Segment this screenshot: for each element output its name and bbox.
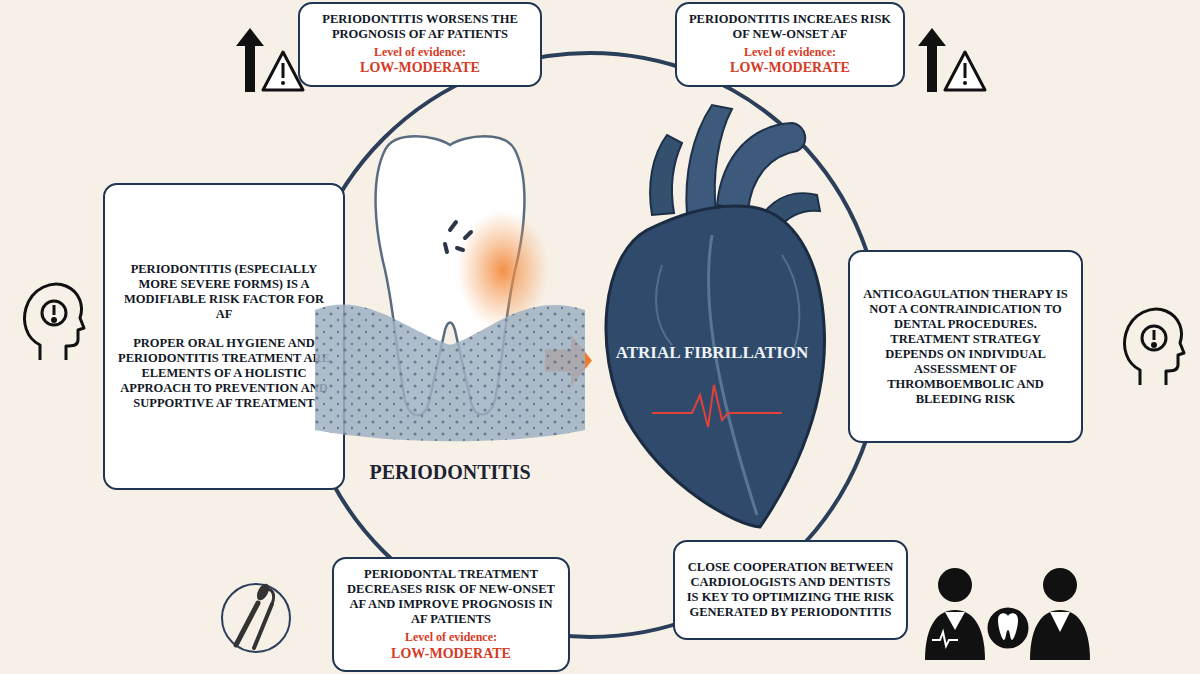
node-text: PERIODONTITIS (ESPECIALLY MORE SEVERE FO… — [115, 262, 333, 322]
node-text: ATRIAL FIBRILLATION — [592, 343, 832, 363]
text-box: PERIODONTITIS WORSENS THE PROGNOSIS OF A… — [298, 2, 542, 87]
warning-icon — [918, 28, 985, 92]
tooth-node: PERIODONTITIS — [355, 130, 545, 490]
text-box: CLOSE COOPERATION BETWEEN CARDIOLOGISTS … — [673, 540, 908, 640]
node-text: PERIODONTITIS INCREAES RISK OF NEW-ONSET… — [687, 12, 893, 42]
heart-node: ATRIAL FIBRILLATION — [592, 95, 832, 535]
node-subtext: LOW-MODERATE — [687, 59, 893, 77]
node-subtext: LOW-MODERATE — [344, 645, 558, 663]
node-text: ANTICOAGULATION THERAPY IS NOT A CONTRAI… — [860, 287, 1071, 407]
heart-illustration — [592, 95, 832, 535]
head-icon — [25, 284, 84, 360]
text-box: PERIODONTITIS (ESPECIALLY MORE SEVERE FO… — [103, 183, 345, 490]
node-subtext: PROPER ORAL HYGIENE AND PERIODONTITIS TR… — [115, 336, 333, 411]
node-subtext: LOW-MODERATE — [310, 59, 530, 77]
text-box: PERIODONTITIS INCREAES RISK OF NEW-ONSET… — [675, 2, 905, 87]
tooth-illustration — [355, 130, 545, 490]
node-subtext: Level of evidence: — [687, 45, 893, 59]
doctors-icon — [925, 568, 1090, 660]
text-box: ANTICOAGULATION THERAPY IS NOT A CONTRAI… — [848, 250, 1083, 443]
text-box: PERIODONTAL TREATMENT DECREASES RISK OF … — [332, 557, 570, 672]
node-text: PERIODONTITIS WORSENS THE PROGNOSIS OF A… — [310, 12, 530, 42]
dental-tools-icon — [222, 582, 290, 652]
node-subtext: Level of evidence: — [310, 45, 530, 59]
node-subtext: Level of evidence: — [344, 630, 558, 644]
node-text: PERIODONTITIS — [335, 461, 565, 484]
head-icon — [1125, 309, 1184, 385]
node-text: PERIODONTAL TREATMENT DECREASES RISK OF … — [344, 567, 558, 627]
warning-icon — [236, 28, 303, 92]
node-text: CLOSE COOPERATION BETWEEN CARDIOLOGISTS … — [685, 560, 896, 620]
